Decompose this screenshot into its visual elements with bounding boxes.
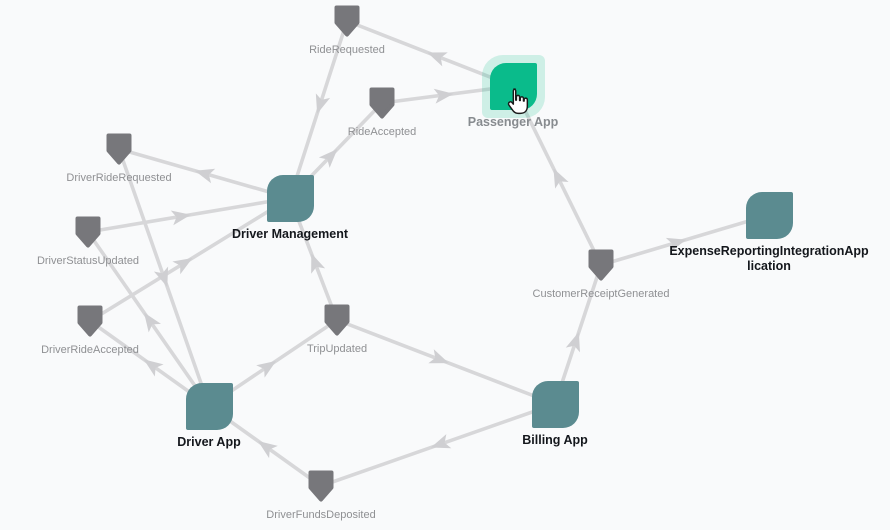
node-label: RideAccepted: [347, 126, 417, 138]
node-label: Driver Management: [231, 227, 349, 241]
event-icon[interactable]: [333, 5, 361, 38]
event-icon[interactable]: [307, 470, 335, 503]
arrowhead-DriverStatusUpdated-DriverManagement: [170, 210, 191, 226]
node-label: TripUpdated: [306, 343, 368, 355]
arrowhead-DriverApp-DriverStatusUpdated: [144, 312, 162, 333]
arrowhead-CustomerReceiptGenerated-PassengerApp: [553, 168, 569, 189]
event-icon[interactable]: [74, 216, 102, 249]
node-label: DriverRideRequested: [66, 172, 172, 184]
arrowhead-DriverRideAccepted-DriverManagement: [172, 257, 193, 275]
service-icon[interactable]: [266, 174, 314, 222]
arrowhead-DriverFundsDeposited-DriverApp: [257, 440, 278, 459]
node-label: Driver App: [177, 435, 241, 449]
event-icon[interactable]: [105, 133, 133, 166]
node-label: CustomerReceiptGenerated: [532, 288, 670, 300]
event-icon[interactable]: [368, 87, 396, 120]
arrowhead-DriverApp-DriverRideAccepted: [143, 359, 164, 377]
arrowhead-RideRequested-DriverManagement: [315, 93, 331, 114]
arrowhead-BillingApp-CustomerReceiptGenerated: [565, 331, 580, 353]
arrowhead-BillingApp-DriverFundsDeposited: [430, 434, 452, 449]
arrowhead-RideAccepted-PassengerApp: [433, 88, 454, 104]
node-label: RideRequested: [309, 44, 385, 56]
event-icon[interactable]: [76, 305, 104, 338]
node-label: Billing App: [522, 433, 588, 447]
event-icon[interactable]: [323, 304, 351, 337]
arrowhead-DriverManagement-RideAccepted: [318, 149, 338, 168]
hand-cursor-icon: [507, 88, 529, 115]
arrowhead-PassengerApp-RideRequested: [427, 52, 448, 67]
service-icon[interactable]: [745, 191, 793, 239]
service-icon[interactable]: [531, 380, 579, 428]
node-label: DriverRideAccepted: [41, 344, 139, 356]
arrowhead-TripUpdated-DriverManagement: [311, 253, 326, 274]
arrowhead-DriverManagement-DriverRideRequested: [194, 168, 216, 184]
arrowhead-DriverRideRequested-DriverApp: [153, 266, 169, 287]
node-label: Passenger App: [467, 115, 559, 129]
arrowhead-DriverApp-TripUpdated: [256, 360, 277, 378]
event-icon[interactable]: [587, 249, 615, 282]
service-icon[interactable]: [185, 382, 233, 430]
arrowhead-TripUpdated-BillingApp: [428, 349, 449, 364]
arrowhead-CustomerReceiptGenerated-ExpenseReportingIntegrationApplication: [665, 237, 687, 253]
node-label: DriverStatusUpdated: [36, 255, 140, 267]
node-label: DriverFundsDeposited: [266, 509, 376, 521]
